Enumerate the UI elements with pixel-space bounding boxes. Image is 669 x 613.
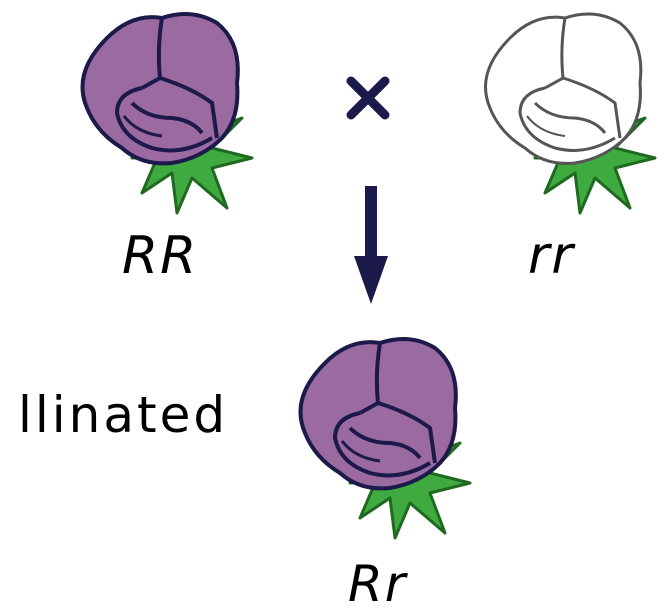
down-arrow-icon [354,186,388,304]
parent-genotype-label-left: RR [122,226,199,286]
flower-bloom-icon [80,12,240,166]
parent-genotype-label-right: rr [528,226,575,286]
purple-flower-parent [80,12,254,215]
side-text: llinated [18,386,229,444]
flower-bloom-icon [298,337,458,491]
purple-flower-offspring [298,337,472,540]
white-flower-parent [484,12,657,215]
flower-bloom-icon [484,12,643,165]
cross-symbol-icon [346,76,390,120]
offspring-genotype-label: Rr [348,555,408,613]
